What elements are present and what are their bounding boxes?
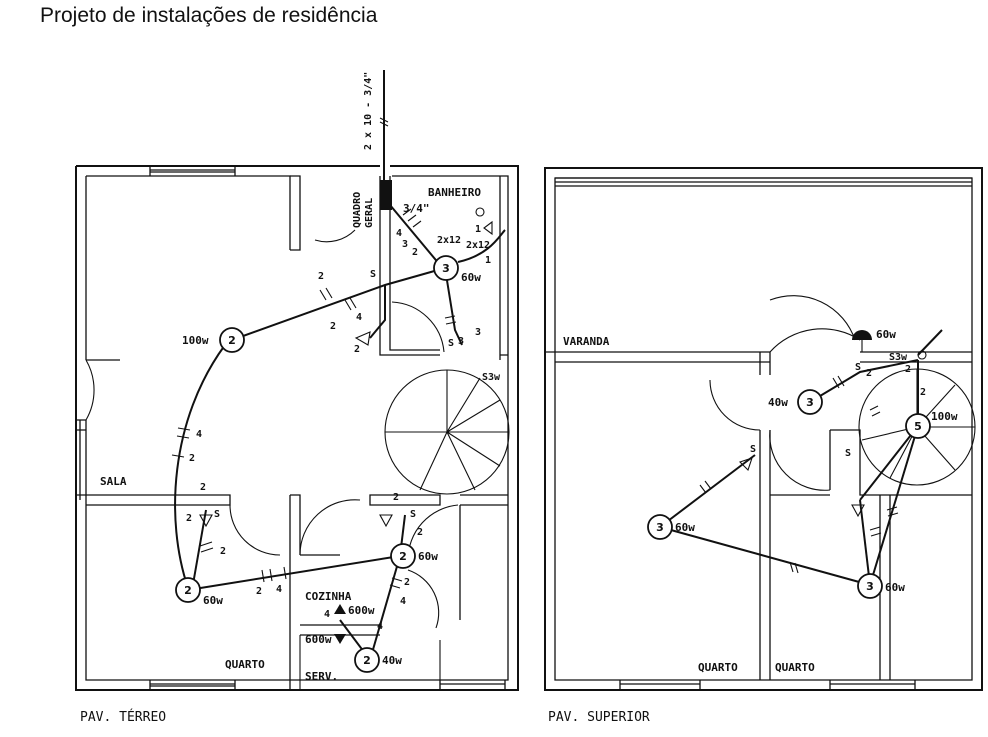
lamp-banheiro: 3 60w bbox=[433, 255, 481, 284]
room-label-varanda: VARANDA bbox=[563, 335, 610, 348]
lamp-sala: 2 100w bbox=[182, 327, 245, 353]
mark-6: 2 bbox=[200, 482, 206, 493]
mark-8: 2 bbox=[256, 586, 262, 597]
panel-label-1: QUADRO bbox=[352, 192, 363, 228]
switch-s-upper-3: S bbox=[845, 448, 851, 459]
conductor-marks-ground: 2 4 2 4 2 2 4 2 2 4 2 2 4 2 2 4 2x12 2x1… bbox=[186, 224, 491, 632]
mark-3: 2 bbox=[330, 321, 336, 332]
mark-19: 3 bbox=[402, 239, 408, 250]
mark-4: 4 bbox=[196, 429, 202, 440]
lamp-number-cozinha: 2 bbox=[399, 550, 407, 563]
mark-18: 2x12 bbox=[466, 240, 490, 251]
lamp-number-quarto-sup-2: 3 bbox=[866, 580, 874, 593]
power-stair: 100w bbox=[931, 410, 958, 423]
power-outlet-1: 600w bbox=[348, 604, 375, 617]
panel-label-2: GERAL bbox=[364, 198, 375, 228]
mark-1: 2 bbox=[318, 271, 324, 282]
lamp-number-quarto: 2 bbox=[184, 584, 192, 597]
mark-17: 2x12 bbox=[437, 235, 461, 246]
lamp-number-banheiro: 3 bbox=[442, 262, 450, 275]
switch-s-1: S bbox=[214, 509, 220, 520]
caption-pav-terreo: PAV. TÉRREO bbox=[80, 709, 166, 725]
switch-s-upper-1: S bbox=[750, 444, 756, 455]
room-label-cozinha: COZINHA bbox=[305, 590, 352, 603]
lamp-number-hall: 3 bbox=[806, 396, 814, 409]
mark-24: 2 bbox=[354, 344, 360, 355]
panel-quadro-geral: QUADRO GERAL bbox=[352, 180, 392, 228]
switches-upper-floor: S S S S3w 2 2 2 bbox=[738, 350, 927, 518]
room-label-quarto-sup-2: QUARTO bbox=[775, 661, 815, 674]
mark-10: 4 bbox=[400, 596, 406, 607]
mark-16: 4 bbox=[324, 609, 330, 620]
lamp-quarto-terreo: 2 60w bbox=[175, 577, 223, 607]
lamp-number-quarto-sup-1: 3 bbox=[656, 521, 664, 534]
switch-s-2: S bbox=[410, 509, 416, 520]
lamp-hall: 3 40w bbox=[768, 389, 823, 415]
mark-26: 4 bbox=[396, 228, 402, 239]
outlet-cozinha-1: 600w bbox=[334, 604, 375, 617]
switch-s3w-upper: S3w bbox=[889, 352, 908, 363]
switch-s-upper-2: S bbox=[855, 362, 861, 373]
lamp-number-stair: 5 bbox=[914, 420, 922, 433]
mark-23: 3 bbox=[458, 336, 464, 347]
lamp-stair: 5 100w bbox=[905, 410, 958, 439]
mark-12: 2 bbox=[417, 527, 423, 538]
switch-s3w-ground: S3w bbox=[482, 372, 501, 383]
mark-upper-2: 2 bbox=[905, 364, 911, 375]
main-feeder: 2 x 10 - 3/4" bbox=[363, 70, 389, 200]
power-quarto: 60w bbox=[203, 594, 223, 607]
ground-floor-plan: 2 x 10 - 3/4" QUADRO GERAL bbox=[75, 70, 519, 725]
mark-11: 2 bbox=[404, 577, 410, 588]
outlet-cozinha-2: 600w bbox=[305, 633, 346, 646]
lamp-cozinha: 2 60w bbox=[390, 543, 438, 569]
switches-ground-floor: S S S S3w S bbox=[199, 207, 501, 528]
power-quarto-sup-1: 60w bbox=[675, 521, 695, 534]
mark-9: 2 bbox=[220, 546, 226, 557]
ground-floor-walls bbox=[75, 165, 519, 691]
mark-2: 4 bbox=[356, 312, 362, 323]
switch-s-3: S bbox=[370, 269, 376, 280]
ground-floor-wiring bbox=[171, 204, 506, 661]
power-servico: 40w bbox=[382, 654, 402, 667]
power-cozinha: 60w bbox=[418, 550, 438, 563]
page-title: Projeto de instalações de residência bbox=[40, 4, 378, 27]
room-label-quarto-terreo: QUARTO bbox=[225, 658, 265, 671]
power-outlet-2: 600w bbox=[305, 633, 332, 646]
mark-14: 2 bbox=[186, 513, 192, 524]
mark-15: 2 bbox=[393, 492, 399, 503]
upper-floor-plan: VARANDA QUARTO QUARTO 60w 3 40w 5 100w 3… bbox=[544, 167, 983, 725]
mark-upper-3: 2 bbox=[920, 387, 926, 398]
lamp-number-servico: 2 bbox=[363, 654, 371, 667]
mark-7: 4 bbox=[276, 584, 282, 595]
power-sala: 100w bbox=[182, 334, 209, 347]
mark-21: 1 bbox=[475, 224, 481, 235]
power-hall: 40w bbox=[768, 396, 788, 409]
lamp-varanda-wall: 60w bbox=[852, 328, 896, 352]
lamp-quarto-sup-1: 3 60w bbox=[647, 514, 695, 540]
lamp-number-sala: 2 bbox=[228, 334, 236, 347]
feeder-label: 2 x 10 - 3/4" bbox=[363, 72, 374, 150]
conduit-label: 3/4" bbox=[403, 202, 430, 215]
mark-5: 2 bbox=[189, 453, 195, 464]
mark-25: 1 bbox=[485, 255, 491, 266]
room-label-serv: SERV. bbox=[305, 670, 338, 683]
upper-floor-wiring bbox=[659, 329, 943, 586]
power-quarto-sup-2: 60w bbox=[885, 581, 905, 594]
mark-20: 2 bbox=[412, 247, 418, 258]
lamp-servico: 2 40w bbox=[354, 647, 402, 673]
caption-pav-superior: PAV. SUPERIOR bbox=[548, 710, 650, 725]
lamp-quarto-sup-2: 3 60w bbox=[857, 573, 905, 599]
mark-upper-1: 2 bbox=[866, 368, 872, 379]
power-varanda: 60w bbox=[876, 328, 896, 341]
mark-22: 3 bbox=[475, 327, 481, 338]
switch-s-4: S bbox=[448, 338, 454, 349]
room-label-quarto-sup-1: QUARTO bbox=[698, 661, 738, 674]
room-label-banheiro: BANHEIRO bbox=[428, 186, 481, 199]
power-banheiro: 60w bbox=[461, 271, 481, 284]
room-label-sala: SALA bbox=[100, 475, 127, 488]
mark-13: 4 bbox=[377, 621, 383, 632]
upper-floor-walls bbox=[544, 167, 983, 691]
